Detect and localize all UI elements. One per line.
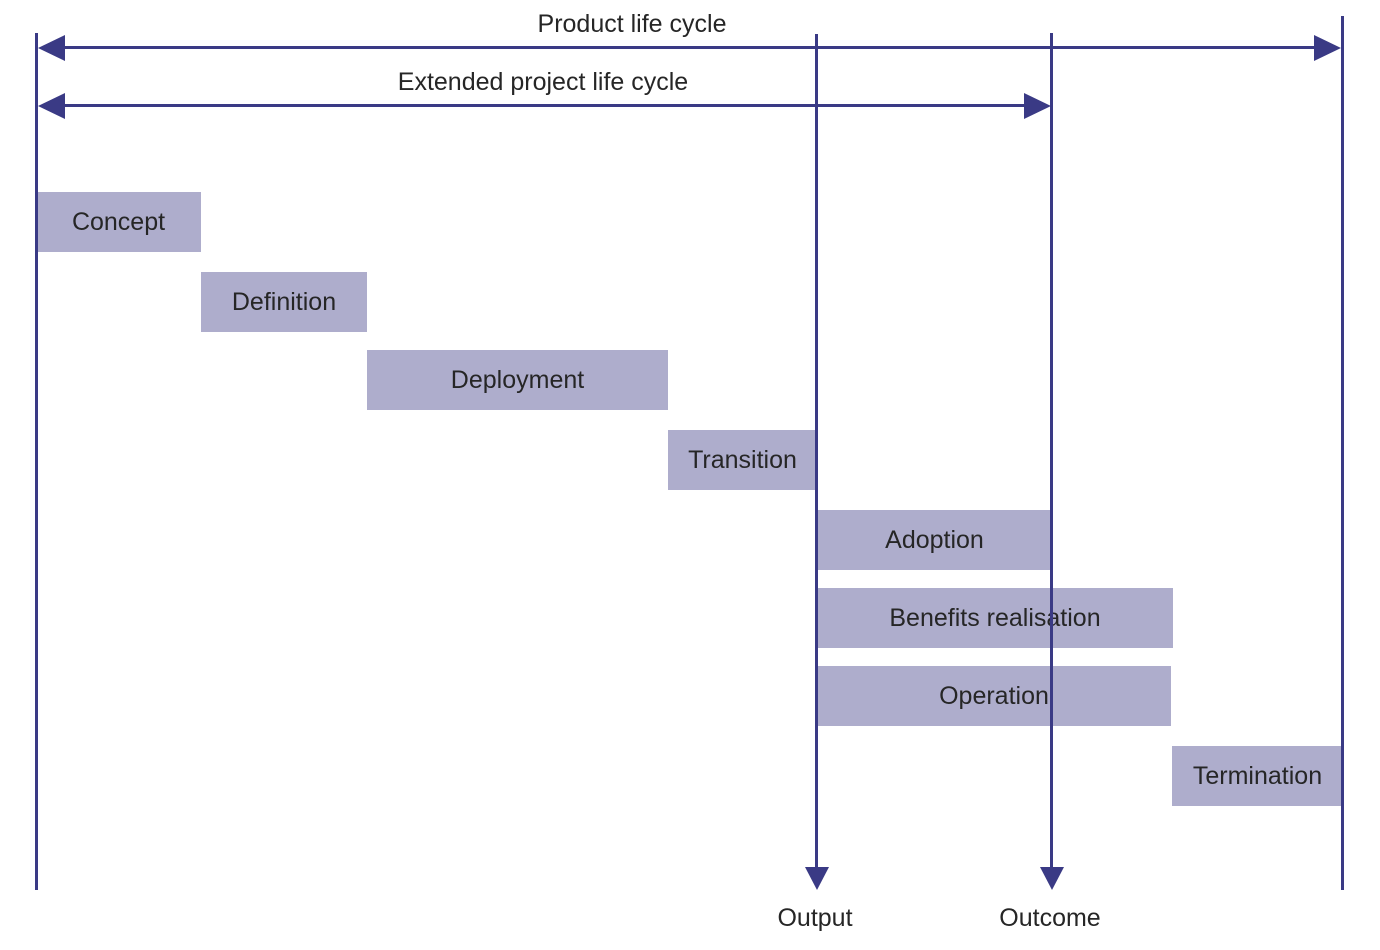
phase-bar-adoption: Adoption bbox=[817, 510, 1052, 570]
phase-label: Concept bbox=[71, 208, 166, 236]
phase-label: Adoption bbox=[885, 526, 984, 554]
phase-bar-deployment: Deployment bbox=[367, 350, 668, 410]
phase-label: Definition bbox=[231, 288, 337, 316]
phase-label: Benefits realisation bbox=[889, 604, 1101, 632]
arrow-shaft bbox=[58, 46, 1321, 49]
output-arrowhead-icon bbox=[805, 867, 829, 890]
right-boundary-line bbox=[1341, 16, 1344, 890]
phase-label: Transition bbox=[688, 446, 797, 474]
phase-bar-benefits-realisation: Benefits realisation bbox=[817, 588, 1173, 648]
product-life-cycle-title: Product life cycle bbox=[537, 10, 727, 38]
arrow-shaft bbox=[58, 104, 1031, 107]
phase-label: Operation bbox=[939, 682, 1049, 710]
output-milestone-line bbox=[815, 34, 818, 872]
phase-label: Deployment bbox=[450, 366, 585, 394]
phase-bar-concept: Concept bbox=[36, 192, 201, 252]
phase-bar-termination: Termination bbox=[1172, 746, 1343, 806]
phase-bar-definition: Definition bbox=[201, 272, 367, 332]
product-life-cycle-arrow bbox=[38, 35, 1341, 61]
extended-project-life-cycle-arrow bbox=[38, 93, 1051, 119]
phase-bar-transition: Transition bbox=[668, 430, 817, 490]
arrow-right-head-icon bbox=[1314, 35, 1341, 61]
extended-project-life-cycle-title: Extended project life cycle bbox=[397, 68, 689, 96]
outcome-milestone-line bbox=[1050, 33, 1053, 872]
output-label: Output bbox=[777, 904, 853, 932]
phase-bar-operation: Operation bbox=[817, 666, 1171, 726]
outcome-label: Outcome bbox=[999, 904, 1101, 932]
left-boundary-line bbox=[35, 33, 38, 890]
outcome-arrowhead-icon bbox=[1040, 867, 1064, 890]
arrow-right-head-icon bbox=[1024, 93, 1051, 119]
phase-label: Termination bbox=[1192, 762, 1323, 790]
